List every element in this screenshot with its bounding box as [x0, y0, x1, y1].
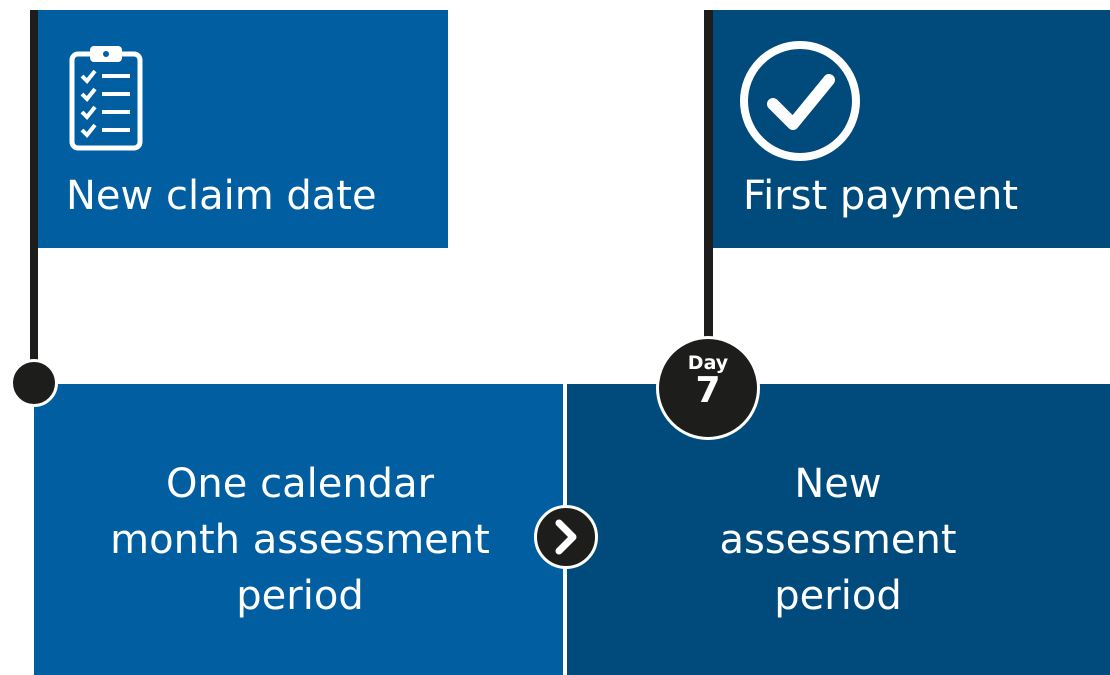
claim-start-marker — [10, 359, 58, 407]
day-7-marker: Day 7 — [656, 336, 760, 440]
next-period-arrow — [534, 505, 598, 569]
day-marker-number: 7 — [695, 370, 721, 411]
new-assessment-period-line: period — [774, 573, 902, 619]
new-assessment-period-line: New — [794, 461, 882, 507]
first-assessment-period-line: One calendar — [165, 461, 435, 507]
new-assessment-period: New assessment period — [566, 384, 1110, 675]
new-assessment-period-label: New assessment period — [719, 456, 956, 624]
first-payment-flag: First payment — [713, 10, 1110, 248]
day-marker-word: Day — [687, 352, 729, 374]
first-assessment-period-label: One calendar month assessment period — [110, 456, 490, 624]
new-claim-flag: New claim date — [38, 10, 448, 248]
first-assessment-period-line: period — [236, 573, 364, 619]
first-payment-flag-label: First payment — [743, 173, 1019, 219]
chevron-right-icon — [555, 519, 577, 555]
new-claim-flag-label: New claim date — [66, 173, 377, 219]
clipboard-checklist-icon — [69, 46, 143, 151]
new-claim-flag-pole — [30, 10, 38, 375]
new-assessment-period-line: assessment — [719, 517, 957, 563]
first-payment-flag-pole — [704, 10, 713, 340]
first-assessment-period: One calendar month assessment period — [34, 384, 566, 675]
first-assessment-period-line: month assessment — [110, 517, 490, 563]
check-circle-icon — [740, 41, 860, 161]
